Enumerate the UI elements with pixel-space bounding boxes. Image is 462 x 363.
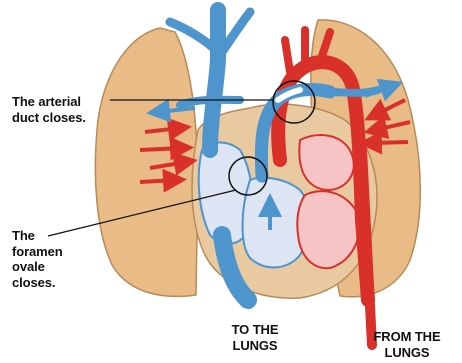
foramen-ovale-label: The foramen ovale closes. [12,228,63,290]
from-lungs-label: FROM THE LUNGS [362,329,452,360]
to-lungs-label: TO THE LUNGS [214,322,296,353]
arterial-duct-label: The arterial duct closes. [12,94,86,125]
superior-vena-cava [210,10,218,150]
